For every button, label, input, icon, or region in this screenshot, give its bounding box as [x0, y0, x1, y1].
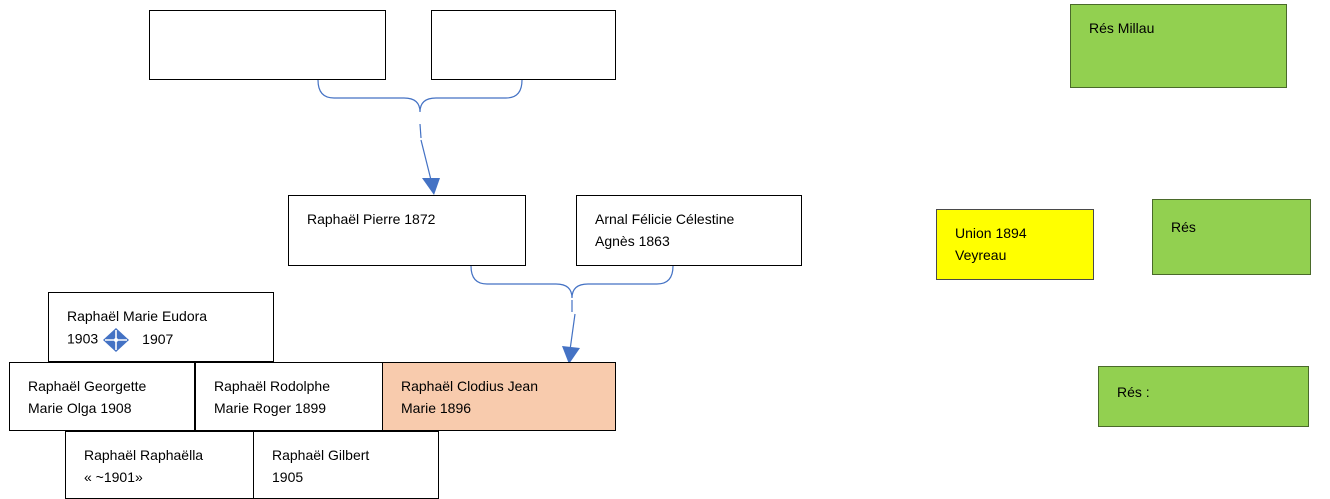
gilbert-line2: 1905	[272, 469, 304, 485]
mother-name-line1: Arnal Félicie Célestine	[595, 211, 735, 227]
gilbert-line1: Raphaël Gilbert	[272, 447, 370, 463]
mother-box[interactable]: Arnal Félicie Célestine Agnès 1863	[576, 195, 802, 266]
father-name: Raphaël Pierre 1872	[307, 211, 436, 227]
child-box-clodius[interactable]: Raphaël Clodius Jean Marie 1896	[382, 362, 616, 431]
eudora-death: 1907	[142, 330, 174, 347]
residence-label: Rés	[1171, 219, 1196, 235]
union-line2: Veyreau	[955, 247, 1007, 263]
child-box-georgette[interactable]: Raphaël Georgette Marie Olga 1908	[9, 362, 195, 431]
union-line1: Union 1894	[955, 225, 1027, 241]
raphaella-line2: « ~1901»	[84, 469, 143, 485]
arrowhead-pierre	[422, 178, 440, 195]
arrow-to-clodius	[569, 313, 576, 351]
residence-box[interactable]: Rés	[1152, 199, 1311, 275]
arrow-to-pierre	[420, 139, 433, 185]
georgette-line1: Raphaël Georgette	[28, 378, 147, 394]
georgette-line2: Marie Olga 1908	[28, 400, 132, 416]
father-box[interactable]: Raphaël Pierre 1872	[288, 195, 526, 266]
eudora-name: Raphaël Marie Eudora	[67, 308, 208, 324]
rodolphe-line1: Raphaël Rodolphe	[214, 378, 330, 394]
union-box[interactable]: Union 1894 Veyreau	[936, 209, 1094, 280]
child-box-raphaella[interactable]: Raphaël Raphaëlla « ~1901»	[65, 431, 254, 499]
rodolphe-line2: Marie Roger 1899	[214, 400, 327, 416]
cross-icon	[103, 328, 130, 352]
clodius-line2: Marie 1896	[401, 400, 472, 416]
parents-brace	[470, 265, 674, 299]
ancestor-box-left[interactable]	[149, 10, 386, 80]
mother-name-line2: Agnès 1863	[595, 233, 670, 249]
clodius-line1: Raphaël Clodius Jean	[401, 378, 538, 394]
arrowhead-clodius	[562, 346, 580, 364]
residence-millau-box[interactable]: Rés Millau	[1070, 4, 1287, 88]
residence-millau-label: Rés Millau	[1089, 20, 1155, 36]
child-box-rodolphe[interactable]: Raphaël Rodolphe Marie Roger 1899	[195, 362, 383, 431]
top-arrow-tick	[419, 123, 422, 139]
eudora-birth: 1903	[67, 330, 99, 347]
top-parents-brace	[317, 79, 523, 113]
ancestor-box-right[interactable]	[431, 10, 616, 80]
child-box-gilbert[interactable]: Raphaël Gilbert 1905	[253, 431, 439, 499]
residence-colon-box[interactable]: Rés :	[1098, 366, 1309, 427]
raphaella-line1: Raphaël Raphaëlla	[84, 447, 204, 463]
eudora-dates: 1903 1907	[67, 327, 257, 353]
child-box-eudora[interactable]: Raphaël Marie Eudora 1903 1907	[48, 292, 274, 362]
residence-colon-label: Rés :	[1117, 384, 1150, 400]
